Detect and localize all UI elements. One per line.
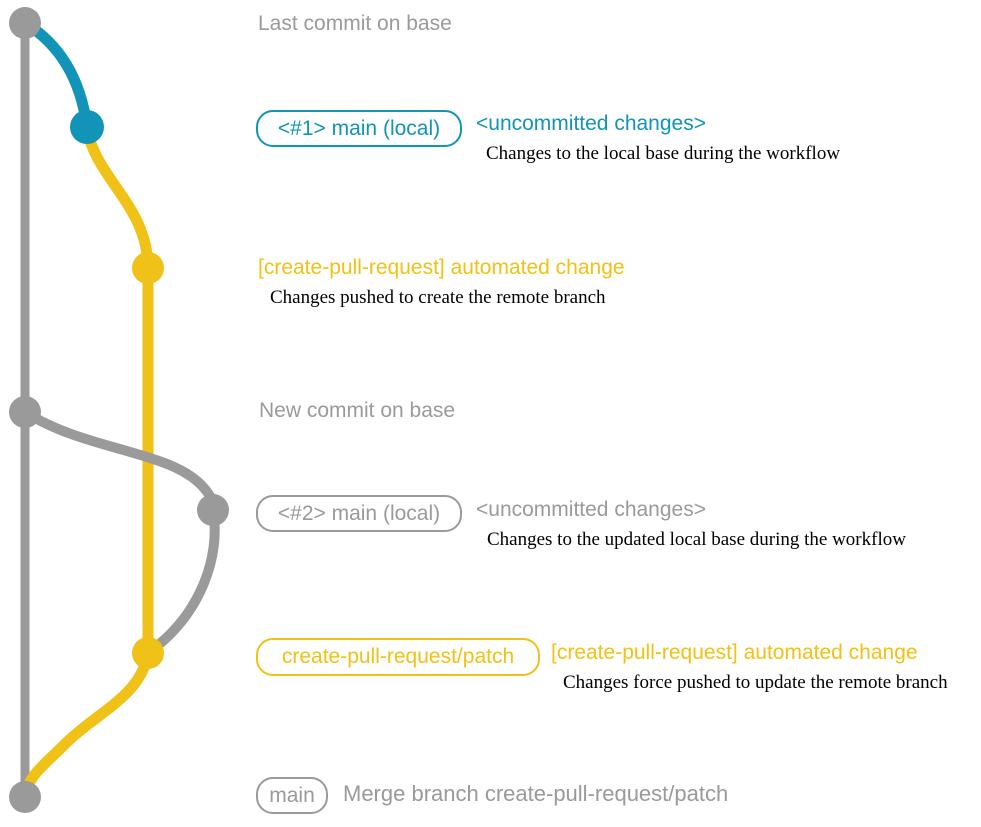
commit-dot-merge-commit bbox=[9, 781, 41, 813]
desc-automated-change-1: Changes pushed to create the remote bran… bbox=[270, 287, 606, 308]
main-local-branch-2-out-line bbox=[20, 407, 218, 515]
commit-dot-uncommitted-changes-2 bbox=[197, 494, 229, 526]
branch-badge-main-label: main bbox=[269, 783, 315, 807]
commit-dot-automated-change-1 bbox=[132, 252, 164, 284]
main-local-branch-1-line bbox=[19, 17, 93, 133]
commit-dot-uncommitted-changes-1 bbox=[70, 110, 104, 144]
branch-badge-create-pull-request-patch: create-pull-request/patch bbox=[256, 638, 540, 676]
branch-badge-main-local-1: <#1> main (local) bbox=[256, 110, 462, 147]
label-new-commit-on-base: New commit on base bbox=[259, 399, 456, 422]
branch-badge-main-local-2: <#2> main (local) bbox=[256, 495, 462, 532]
branch-badge-main-local-2-label: <#2> main (local) bbox=[277, 501, 441, 525]
desc-uncommitted-changes-2: Changes to the updated local base during… bbox=[487, 529, 906, 550]
label-automated-change-2: [create-pull-request] automated change bbox=[551, 641, 918, 664]
label-last-commit-on-base: Last commit on base bbox=[258, 12, 452, 35]
patch-branch-curve-line bbox=[81, 121, 154, 274]
label-merge-branch: Merge branch create-pull-request/patch bbox=[343, 781, 729, 806]
branch-badge-main: main bbox=[256, 777, 328, 814]
branch-badge-main-local-1-label: <#1> main (local) bbox=[277, 116, 441, 140]
main-local-branch-2-in-line bbox=[147, 505, 220, 655]
label-uncommitted-changes-1: <uncommitted changes> bbox=[476, 112, 706, 135]
patch-merge-line bbox=[19, 647, 154, 803]
commit-dot-last-commit-on-base bbox=[9, 7, 41, 39]
branch-badge-create-pull-request-patch-label: create-pull-request/patch bbox=[281, 645, 515, 668]
desc-uncommitted-changes-1: Changes to the local base during the wor… bbox=[486, 143, 841, 164]
label-uncommitted-changes-2: <uncommitted changes> bbox=[476, 498, 706, 521]
desc-automated-change-2: Changes force pushed to update the remot… bbox=[563, 672, 948, 693]
commit-dot-automated-change-2 bbox=[132, 637, 164, 669]
commit-dot-new-commit-on-base bbox=[9, 396, 41, 428]
label-automated-change-1: [create-pull-request] automated change bbox=[258, 256, 625, 279]
